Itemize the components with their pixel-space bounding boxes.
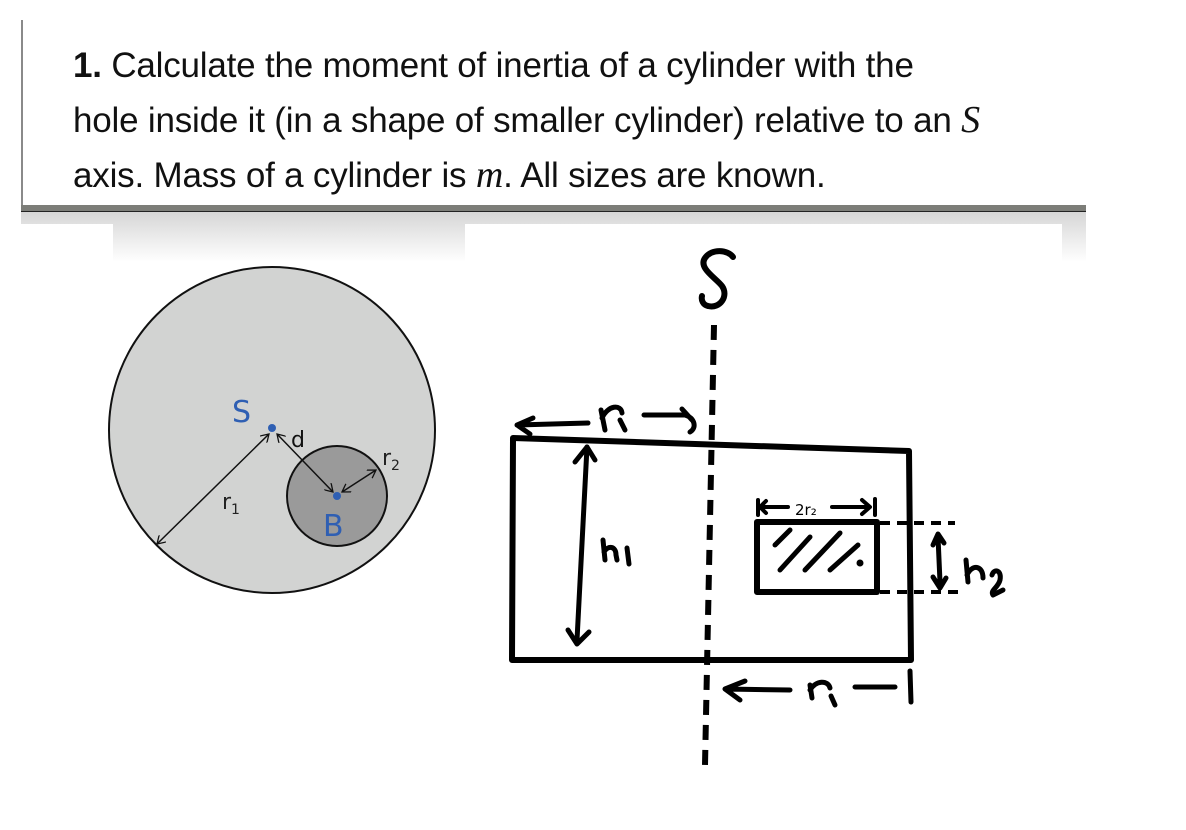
top-r1-label: [598, 404, 628, 433]
axis-symbol: S: [961, 99, 980, 141]
axis-label-S: [698, 248, 736, 310]
r1-arrow: [157, 434, 269, 544]
bottom-r1-label: [807, 679, 838, 708]
question-number: 1.: [73, 46, 102, 85]
question-line-2: hole inside it (in a shape of smaller cy…: [73, 99, 980, 141]
mass-symbol: m: [475, 154, 504, 196]
h1-arrow: [574, 444, 590, 643]
label-B: B: [323, 509, 344, 544]
question-box: 1. Calculate the moment of inertia of a …: [21, 20, 1088, 206]
divider-bar: [21, 205, 1086, 212]
axis-line: [702, 324, 717, 766]
hole-width-label: 2r₂: [795, 501, 817, 519]
hole-section: [754, 519, 880, 595]
point-B: [333, 492, 341, 500]
label-r1: r1: [222, 490, 240, 518]
r2-arrow: [342, 470, 376, 492]
question-text: 1. Calculate the moment of inertia of a …: [73, 38, 1083, 203]
bottom-r1-arrow: [722, 668, 914, 705]
question-line-1: 1. Calculate the moment of inertia of a …: [73, 46, 914, 85]
label-S: S: [232, 395, 251, 430]
shadow-mask-left: [21, 224, 113, 264]
h1-label: [600, 537, 632, 567]
question-line-3: axis. Mass of a cylinder is m. All sizes…: [73, 154, 826, 196]
h1-arrowhead-top: [572, 444, 598, 465]
shadow-mask-right: [465, 224, 1062, 264]
hole-width-arrow: [756, 497, 877, 517]
label-r2: r2: [382, 446, 400, 474]
h2-arrow: [930, 531, 949, 591]
top-r1-arrow-left: [514, 415, 591, 437]
outer-cylinder-section: [509, 435, 914, 663]
h1-arrowhead-bottom: [565, 627, 592, 647]
hatch-dot: [856, 559, 864, 567]
hole-hatching: [772, 527, 861, 573]
d-arrow: [277, 434, 333, 492]
label-d: d: [291, 428, 305, 453]
point-S: [268, 424, 276, 432]
top-r1-arrow-right: [641, 406, 697, 435]
h2-label: [963, 557, 1006, 598]
